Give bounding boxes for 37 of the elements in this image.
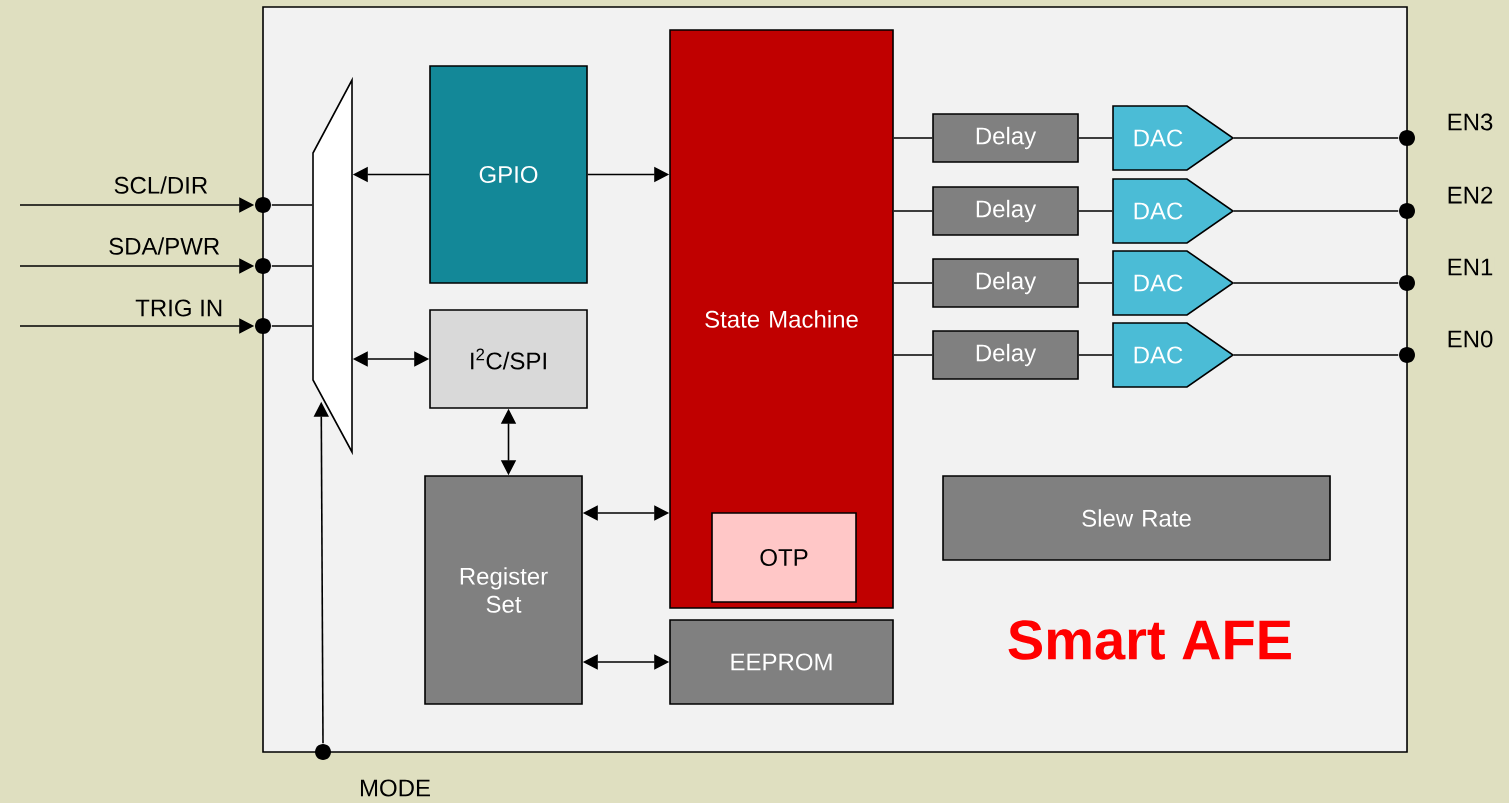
- connector-line: [1233, 282, 1399, 284]
- gpio-block: GPIO: [429, 65, 588, 284]
- connector-line: [1233, 210, 1399, 212]
- connector-line: [271, 204, 313, 206]
- pin-dot: [255, 197, 271, 213]
- connector-line: [893, 282, 933, 284]
- connector-line: [1078, 137, 1113, 139]
- connector-line: [1233, 354, 1399, 356]
- connector-line: [1233, 137, 1399, 139]
- connector-line: [271, 265, 313, 267]
- pin-dot: [315, 744, 331, 760]
- connector-line: [893, 354, 933, 356]
- pin-dot: [1399, 275, 1415, 291]
- slew-rate-block: Slew Rate: [942, 475, 1331, 561]
- connector-line: [1078, 354, 1113, 356]
- delay-block: Delay: [932, 330, 1079, 380]
- connector-line: [1078, 282, 1113, 284]
- interface-block: I$^{2}$C/SPI: [429, 309, 588, 409]
- pin-dot: [1399, 130, 1415, 146]
- pin-dot: [1399, 203, 1415, 219]
- pin-dot: [255, 318, 271, 334]
- delay-block: Delay: [932, 186, 1079, 236]
- delay-block: Delay: [932, 113, 1079, 163]
- pin-label: SDA/PWR: [107, 236, 222, 256]
- pin-dot: [1399, 347, 1415, 363]
- block-title: Smart AFE: [1008, 620, 1291, 660]
- delay-block: Delay: [932, 258, 1079, 308]
- pin-dot: [255, 258, 271, 274]
- otp-block: OTP: [711, 512, 857, 603]
- eeprom-block: EEPROM: [669, 619, 894, 705]
- connector-line: [893, 137, 933, 139]
- multiplexer-symbol: [312, 76, 353, 456]
- pin-label: SCL/DIR: [112, 175, 210, 195]
- register-block: Register Set: [424, 475, 583, 705]
- connector-line: [893, 210, 933, 212]
- connector-line: [1078, 210, 1113, 212]
- connector-line: [271, 325, 313, 327]
